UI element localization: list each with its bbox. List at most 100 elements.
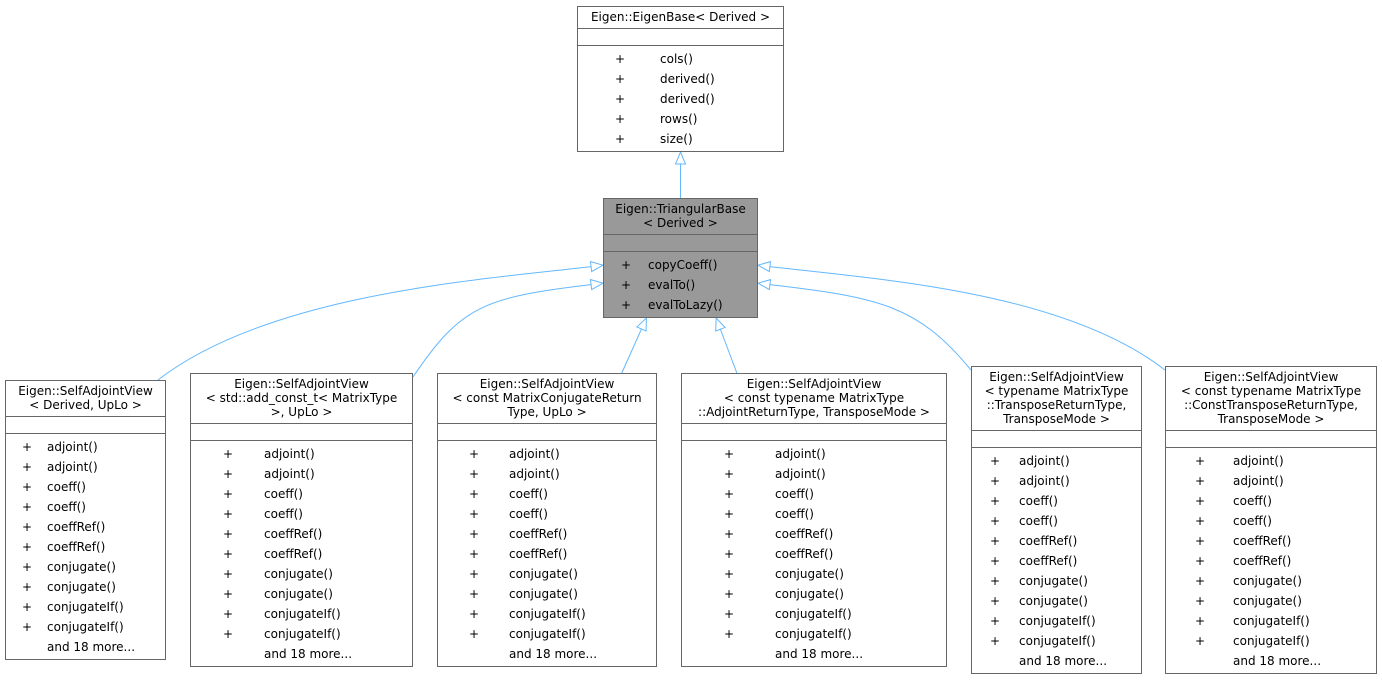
method-row: + coeff() bbox=[191, 504, 412, 524]
public-visibility-marker: + bbox=[468, 607, 480, 621]
method-row: +conjugateIf() bbox=[438, 604, 656, 624]
edge-sav3-triangularbase bbox=[621, 328, 642, 374]
method-name: coeffRef() bbox=[47, 520, 106, 534]
public-visibility-marker: + bbox=[723, 467, 735, 481]
methods-compartment: +adjoint()+adjoint()+coeff()+coeff()+coe… bbox=[682, 441, 946, 666]
public-visibility-marker: + bbox=[222, 527, 234, 541]
method-row: +conjugate() bbox=[972, 571, 1141, 591]
class-title-line: ::TransposeReturnType, bbox=[986, 398, 1127, 412]
method-row: +conjugate() bbox=[1166, 591, 1376, 611]
public-visibility-marker: + bbox=[620, 278, 632, 292]
method-row: +coeffRef() bbox=[682, 524, 946, 544]
more-methods-link[interactable]: and 18 more... bbox=[191, 644, 412, 664]
public-visibility-marker: + bbox=[468, 527, 480, 541]
class-title-line: Eigen::EigenBase< Derived > bbox=[590, 10, 771, 24]
class-box-sav6[interactable]: Eigen::SelfAdjointView< const typename M… bbox=[1165, 366, 1377, 674]
method-row: + conjugate() bbox=[6, 557, 165, 577]
method-row: +adjoint() bbox=[6, 437, 165, 457]
class-box-sav1[interactable]: Eigen::SelfAdjointView< Derived, UpLo >+… bbox=[5, 380, 166, 660]
class-box-sav4[interactable]: Eigen::SelfAdjointView< const typename M… bbox=[681, 373, 947, 667]
method-row: +coeffRef() bbox=[682, 544, 946, 564]
method-name: conjugate() bbox=[264, 587, 333, 601]
public-visibility-marker: + bbox=[21, 560, 33, 574]
public-visibility-marker: + bbox=[989, 634, 1001, 648]
method-name: coeff() bbox=[1019, 514, 1058, 528]
public-visibility-marker: + bbox=[614, 92, 626, 106]
class-title: Eigen::SelfAdjointView< typename MatrixT… bbox=[972, 367, 1141, 431]
methods-compartment: +adjoint()+adjoint()+coeff()+coeff()+coe… bbox=[191, 441, 412, 666]
class-box-sav3[interactable]: Eigen::SelfAdjointView< const MatrixConj… bbox=[437, 373, 657, 667]
class-title: Eigen::SelfAdjointView< std::add_const_t… bbox=[191, 374, 412, 424]
public-visibility-marker: + bbox=[21, 440, 33, 454]
more-methods-link[interactable]: and 18 more... bbox=[438, 644, 656, 664]
class-title-line: ::ConstTransposeReturnType, bbox=[1184, 398, 1358, 412]
class-box-sav5[interactable]: Eigen::SelfAdjointView< typename MatrixT… bbox=[971, 366, 1142, 674]
methods-compartment: +adjoint()+adjoint()+coeff()+coeff()+coe… bbox=[1166, 448, 1376, 673]
edge-sav1-triangularbase-arrowhead bbox=[589, 260, 605, 273]
method-name: adjoint() bbox=[1233, 474, 1284, 488]
class-box-triangularbase[interactable]: Eigen::TriangularBase< Derived >+copyCoe… bbox=[603, 198, 758, 318]
public-visibility-marker: + bbox=[222, 627, 234, 641]
method-row: +conjugate() bbox=[438, 564, 656, 584]
method-row: +conjugateIf() bbox=[972, 611, 1141, 631]
method-name: adjoint() bbox=[775, 467, 826, 481]
public-visibility-marker: + bbox=[1194, 554, 1206, 568]
class-title-line: < Derived, UpLo > bbox=[29, 398, 142, 412]
method-row: +coeffRef() bbox=[191, 544, 412, 564]
public-visibility-marker: + bbox=[1194, 574, 1206, 588]
more-methods-link[interactable]: and 18 more... bbox=[972, 651, 1141, 671]
class-title-line: Eigen::SelfAdjointView bbox=[989, 370, 1124, 384]
class-title-line: Type, UpLo > bbox=[507, 405, 587, 419]
method-row: +adjoint() bbox=[972, 451, 1141, 471]
method-name: coeff() bbox=[1233, 494, 1272, 508]
edge-triangularbase-eigenbase-arrowhead bbox=[674, 150, 687, 165]
public-visibility-marker: + bbox=[222, 507, 234, 521]
class-title-line: TransposeMode > bbox=[1217, 412, 1325, 426]
class-title-line: < const typename MatrixType bbox=[723, 391, 905, 405]
public-visibility-marker: + bbox=[723, 527, 735, 541]
attributes-compartment bbox=[604, 235, 757, 252]
class-title-line: Eigen::SelfAdjointView bbox=[1203, 370, 1339, 384]
method-row: +coeff() bbox=[438, 504, 656, 524]
class-title-line: < Derived > bbox=[643, 216, 718, 230]
public-visibility-marker: + bbox=[989, 534, 1001, 548]
method-name: coeff() bbox=[264, 507, 303, 521]
method-name: conjugate() bbox=[47, 560, 116, 574]
method-name: adjoint() bbox=[1019, 474, 1070, 488]
method-row: +conjugate() bbox=[191, 584, 412, 604]
method-row: +conjugateIf() bbox=[6, 597, 165, 617]
public-visibility-marker: + bbox=[1194, 474, 1206, 488]
method-name: evalTo() bbox=[648, 278, 696, 292]
method-name: coeffRef() bbox=[509, 527, 568, 541]
public-visibility-marker: + bbox=[723, 447, 735, 461]
method-name: conjugateIf() bbox=[264, 627, 341, 641]
method-name: conjugateIf() bbox=[264, 607, 341, 621]
public-visibility-marker: + bbox=[21, 580, 33, 594]
method-row: + adjoint() bbox=[682, 464, 946, 484]
class-box-sav2[interactable]: Eigen::SelfAdjointView< std::add_const_t… bbox=[190, 373, 413, 667]
method-name: coeff() bbox=[1019, 494, 1058, 508]
public-visibility-marker: + bbox=[468, 447, 480, 461]
class-title-line: Eigen::SelfAdjointView bbox=[746, 377, 882, 391]
method-name: adjoint() bbox=[264, 447, 315, 461]
class-box-eigenbase[interactable]: Eigen::EigenBase< Derived >+cols()+deriv… bbox=[577, 6, 784, 152]
public-visibility-marker: + bbox=[222, 567, 234, 581]
method-name: adjoint() bbox=[509, 447, 560, 461]
edge-sav5-triangularbase-arrowhead bbox=[756, 278, 772, 291]
method-row: +derived() bbox=[578, 69, 783, 89]
method-row: +conjugateIf() bbox=[682, 604, 946, 624]
method-name: coeff() bbox=[775, 487, 814, 501]
method-row: +coeff() bbox=[1166, 491, 1376, 511]
method-name: size() bbox=[660, 132, 693, 146]
class-title: Eigen::SelfAdjointView< Derived, UpLo > bbox=[6, 381, 165, 417]
public-visibility-marker: + bbox=[222, 547, 234, 561]
method-row: +coeff() bbox=[972, 511, 1141, 531]
method-name: conjugate() bbox=[1233, 594, 1302, 608]
public-visibility-marker: + bbox=[21, 540, 33, 554]
more-methods-link[interactable]: and 18 more... bbox=[682, 644, 946, 664]
more-methods-link[interactable]: and 18 more... bbox=[1166, 651, 1376, 671]
method-row: +conjugate() bbox=[682, 564, 946, 584]
method-row: +coeffRef() bbox=[1166, 531, 1376, 551]
more-methods-link[interactable]: and 18 more... bbox=[6, 637, 165, 657]
class-title: Eigen::SelfAdjointView< const typename M… bbox=[682, 374, 946, 424]
